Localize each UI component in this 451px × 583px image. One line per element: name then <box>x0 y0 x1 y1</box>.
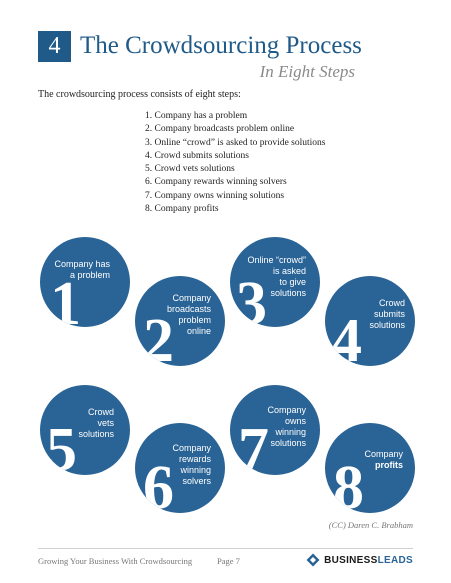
step-circle-label: Company owns winning solutions <box>267 405 306 448</box>
logo-text-business: BUSINESS <box>324 554 378 566</box>
list-item: 7. Company owns winning solutions <box>145 190 285 201</box>
step-circle-3: Online “crowd” is asked to give solution… <box>230 237 320 327</box>
step-circle-number: 8 <box>333 454 364 513</box>
list-item: 1. Company has a problem <box>145 111 248 121</box>
step-circle-number: 6 <box>143 454 174 513</box>
footer-book-title: Growing Your Business With Crowdsourcing <box>38 556 193 566</box>
list-item: 3. Online “crowd” is asked to provide so… <box>145 137 326 148</box>
list-item: 5. Crowd vets solutions <box>145 164 235 175</box>
list-item: 4. Crowd submits solutions <box>145 150 249 161</box>
image-credit: (CC) Daren C. Brabham <box>328 520 413 530</box>
step-circle-number: 7 <box>238 416 269 475</box>
step-circle-label-bold: profits <box>375 460 403 470</box>
footer-page-number: Page 7 <box>217 556 240 566</box>
step-circle-label: Company rewards winning solvers <box>172 443 211 486</box>
businessleads-logo-icon <box>306 553 320 567</box>
step-circle-number: 4 <box>331 307 362 366</box>
chapter-number-box: 4 <box>38 31 71 62</box>
step-circle-7: Company owns winning solutions 7 <box>230 385 320 475</box>
step-circle-label: Crowd vets solutions <box>78 407 114 439</box>
step-circle-label: Crowd submits solutions <box>369 298 405 330</box>
intro-text: The crowdsourcing process consists of ei… <box>38 89 241 100</box>
step-circle-number: 2 <box>143 307 174 366</box>
step-circle-label: Company has a problem <box>54 259 110 280</box>
step-circle-number: 1 <box>50 270 81 327</box>
step-circle-1: Company has a problem 1 <box>40 237 130 327</box>
step-circle-4: Crowd submits solutions 4 <box>325 276 415 366</box>
step-circle-label: Company broadcasts problem online <box>166 293 211 336</box>
step-circle-6: Company rewards winning solvers 6 <box>135 423 225 513</box>
step-circle-number: 5 <box>46 416 77 475</box>
step-circle-label-plain: Company <box>364 449 403 459</box>
list-item: 2. Company broadcasts problem online <box>145 124 295 135</box>
step-circle-2: Company broadcasts problem online 2 <box>135 276 225 366</box>
steps-list: 1. Company has a problem 2. Company broa… <box>145 110 325 216</box>
footer-divider <box>38 548 413 549</box>
page-subtitle: In Eight Steps <box>259 62 355 81</box>
step-circle-number: 3 <box>236 270 267 327</box>
step-circle-5: Crowd vets solutions 5 <box>40 385 130 475</box>
list-item: 6. Company rewards winning solvers <box>145 177 287 188</box>
page-title: The Crowdsourcing Process <box>80 32 362 59</box>
logo-text-leads: LEADS <box>377 554 413 566</box>
list-item: 8. Company profits <box>145 204 219 215</box>
step-circle-label: Online “crowd” is asked to give solution… <box>247 255 306 298</box>
